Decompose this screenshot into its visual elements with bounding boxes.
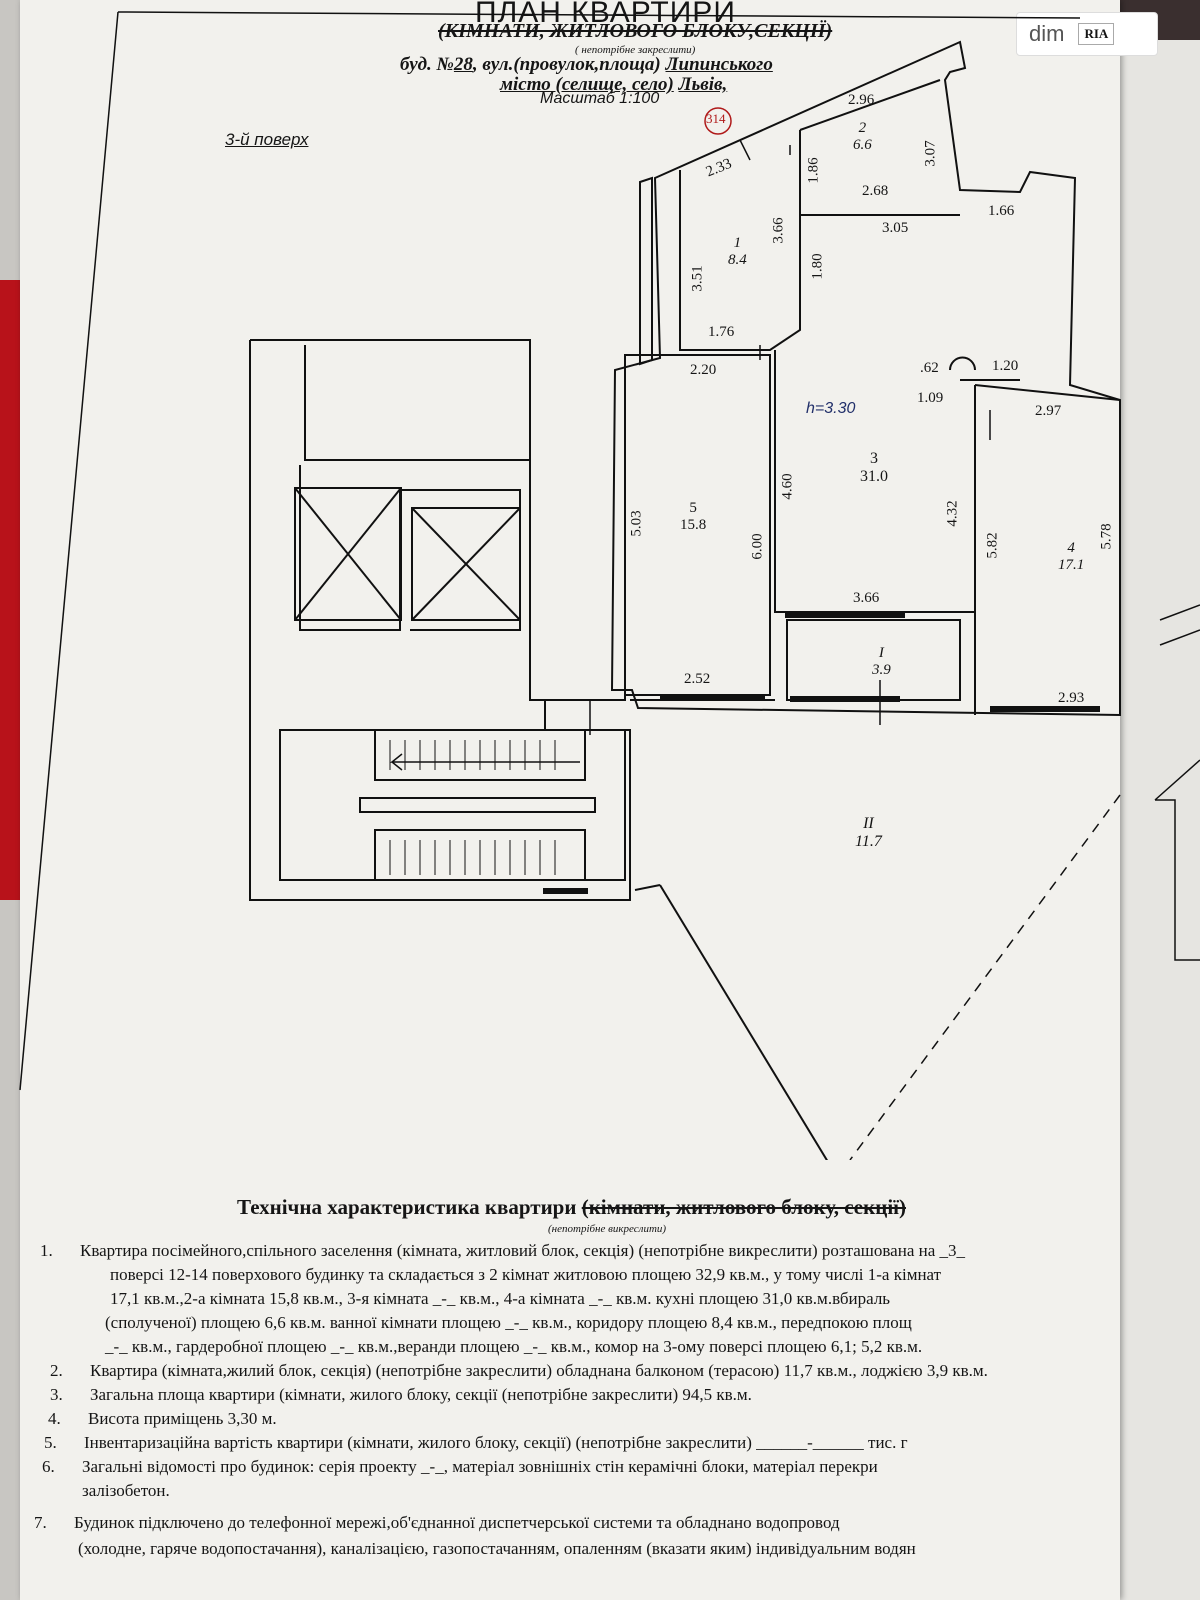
dim-label: 5.03 (628, 510, 645, 537)
dim-label: 3.66 (770, 217, 787, 244)
dim-label: 2.52 (684, 671, 711, 687)
spec-line: 3.Загальна площа квартири (кімнати, жило… (50, 1385, 752, 1404)
spec-line: 17,1 кв.м.,2-а кімната 15,8 кв.м., 3-я к… (110, 1289, 891, 1308)
dim-label: 5.82 (984, 532, 1001, 559)
apartment-number: 314 (706, 111, 726, 126)
second-sheet (1110, 40, 1200, 1600)
dim-label: 2.68 (862, 183, 889, 199)
spec-line: залізобетон. (82, 1481, 170, 1500)
spec-line: 4.Висота приміщень 3,30 м. (48, 1409, 277, 1428)
dim-label: 3.51 (689, 265, 706, 292)
spec-line: 1.Квартира посімейного,спільного заселен… (40, 1241, 966, 1260)
dim-label: 2.93 (1058, 690, 1085, 706)
dim-label: 3.66 (853, 590, 880, 606)
spec-line: 2.Квартира (кімната,жилий блок, секція) … (50, 1361, 988, 1380)
dim-label: 4.32 (944, 500, 961, 527)
dim-label: 2.20 (690, 362, 717, 378)
spec-line: _-_ кв.м., гардеробної площею _-_ кв.м.,… (105, 1337, 923, 1356)
dim-label: 1.86 (805, 157, 822, 184)
dim-label: 1.20 (992, 358, 1019, 374)
ceiling-height: h=3.30 (806, 400, 856, 417)
dim-label: 3.05 (882, 220, 909, 236)
address-line-1: буд. №28, вул.(провулок,площа) Липинсько… (400, 54, 773, 75)
floor-label: 3-й поверх (225, 130, 309, 149)
dim-label: .62 (920, 360, 939, 376)
spec-line: 7.Будинок підключено до телефонної мереж… (34, 1513, 840, 1532)
plan-subtitle-struck: (КІМНАТИ, ЖИТЛОВОГО БЛОКУ,СЕКЦІЇ) (438, 20, 833, 42)
dim-label: 6.00 (749, 533, 766, 560)
spec-line: 5.Інвентаризаційна вартість квартири (кі… (44, 1433, 908, 1452)
dim-label: 2.97 (1035, 403, 1062, 419)
spec-line: (сполученої) площею 6,6 кв.м. ванної кім… (105, 1313, 912, 1332)
dim-label: 1.66 (988, 203, 1015, 219)
dim-label: 1.76 (708, 324, 735, 340)
dim-label: 2.96 (848, 92, 875, 108)
spec-line: поверсі 12-14 поверхового будинку та скл… (110, 1265, 942, 1284)
dim-label: 3.07 (922, 140, 939, 167)
dim-label: 5.78 (1098, 523, 1115, 550)
dim-label: 1.09 (917, 390, 944, 406)
spec-line: (холодне, гаряче водопостачання), каналі… (78, 1539, 916, 1558)
specs-heading-note: (непотрібне викреслити) (548, 1223, 667, 1235)
spec-line: 6.Загальні відомості про будинок: серія … (42, 1457, 878, 1476)
dim-label: 4.60 (779, 473, 796, 500)
document-sheet (20, 0, 1120, 1600)
plan-scale: Масштаб 1:100 (540, 90, 660, 107)
specs-heading: Технічна характеристика квартири (кімнат… (237, 1195, 906, 1219)
dim-label: 1.80 (809, 253, 826, 280)
